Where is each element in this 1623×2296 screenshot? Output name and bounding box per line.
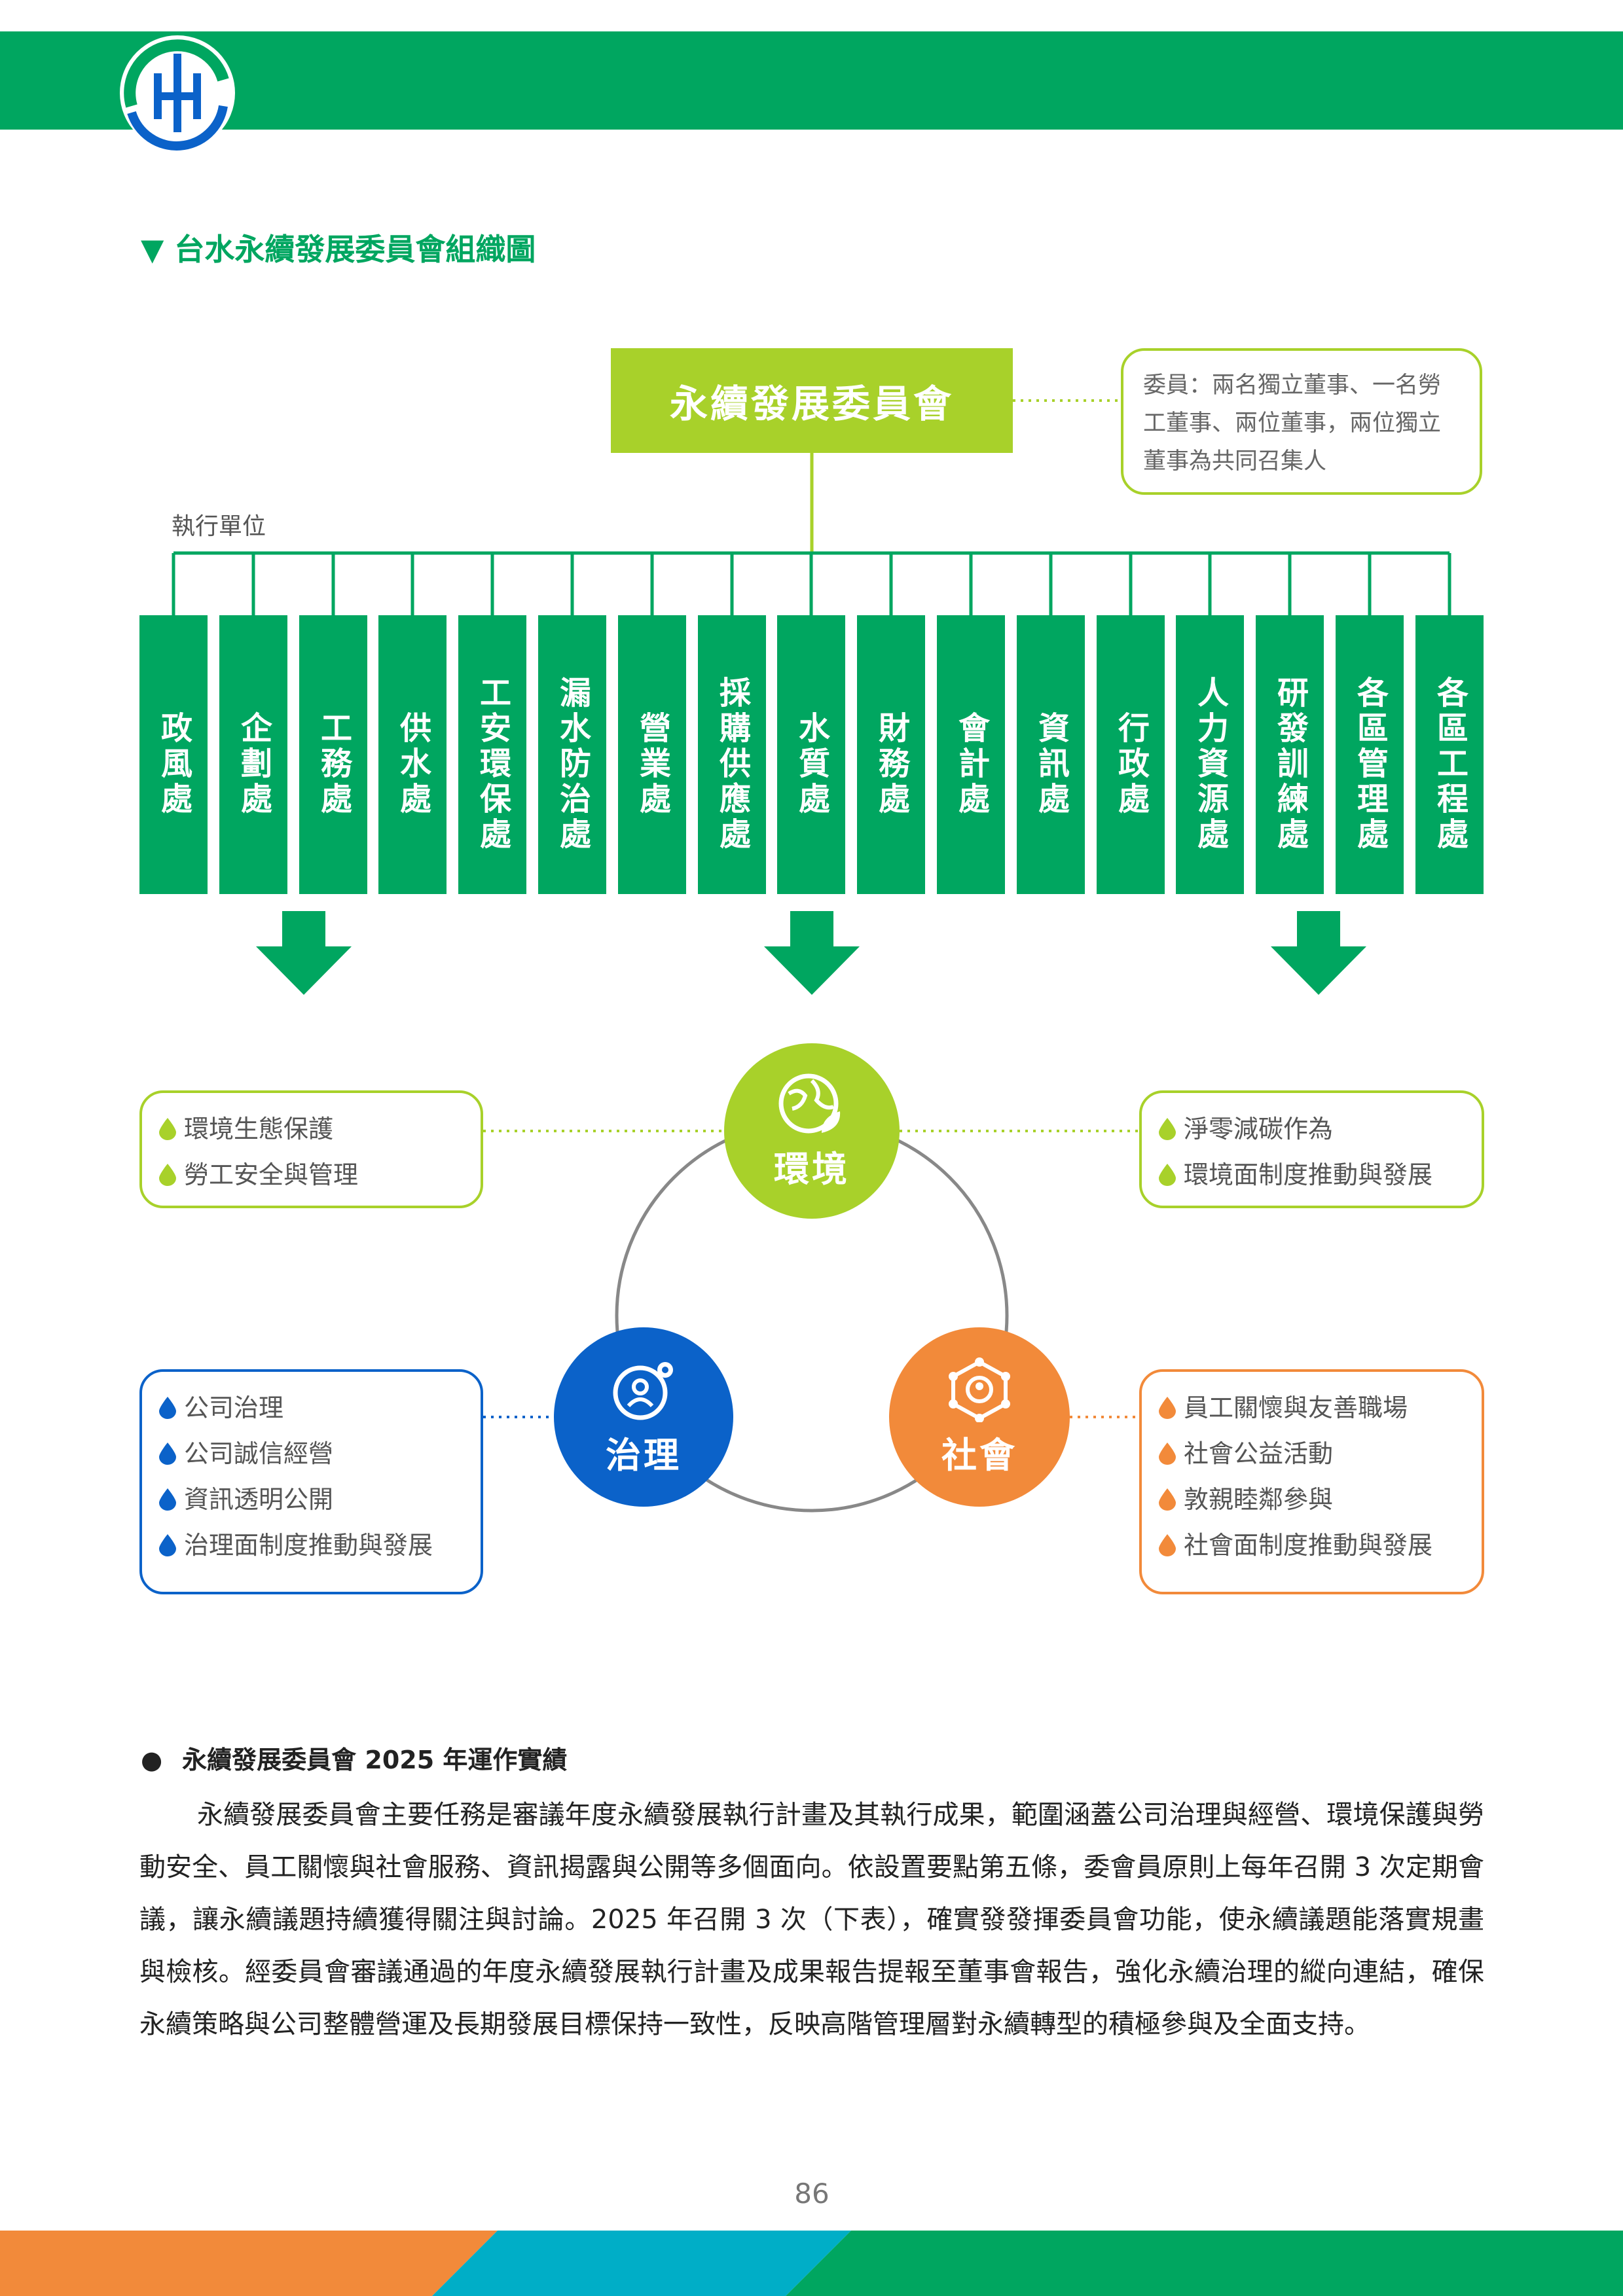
list-item: 公司治理	[159, 1385, 464, 1431]
social-label: 社會	[941, 1434, 1017, 1476]
bullet-heading: ● 永續發展委員會 2025 年運作實績	[141, 1740, 567, 1776]
company-logo	[119, 34, 236, 152]
unit-8: 水質處	[777, 615, 845, 894]
unit-11: 資訊處	[1017, 615, 1085, 894]
environment-circle: 環境	[724, 1043, 900, 1219]
list-item: 敦親睦鄰參與	[1159, 1477, 1465, 1522]
unit-13: 人力資源處	[1176, 615, 1244, 894]
environment-left-pill: 環境生態保護 勞工安全與管理	[139, 1090, 483, 1208]
droplet-icon	[159, 1397, 176, 1419]
list-item: 社會面制度推動與發展	[1159, 1522, 1465, 1568]
governance-pill: 公司治理 公司誠信經營 資訊透明公開 治理面制度推動與發展	[139, 1369, 483, 1594]
person-gear-icon	[613, 1361, 673, 1420]
org-chart-connectors	[172, 399, 1451, 1513]
unit-2: 工務處	[299, 615, 367, 894]
bullet-icon: ●	[141, 1746, 163, 1774]
unit-3: 供水處	[378, 615, 447, 894]
list-item: 社會公益活動	[1159, 1431, 1465, 1477]
executing-units-label: 執行單位	[172, 513, 266, 540]
unit-7: 採購供應處	[698, 615, 766, 894]
environment-label: 環境	[774, 1148, 850, 1190]
list-item: 公司誠信經營	[159, 1431, 464, 1477]
list-item: 資訊透明公開	[159, 1477, 464, 1522]
unit-5: 漏水防治處	[538, 615, 606, 894]
unit-9: 財務處	[857, 615, 925, 894]
list-item-text: 勞工安全與管理	[184, 1160, 359, 1189]
list-item-text: 環境生態保護	[184, 1115, 334, 1143]
list-item-text: 治理面制度推動與發展	[184, 1531, 433, 1560]
environment-right-pill: 淨零減碳作為 環境面制度推動與發展	[1139, 1090, 1484, 1208]
committee-box: 永續發展委員會	[611, 348, 1013, 453]
droplet-icon	[1159, 1164, 1176, 1186]
network-people-icon	[949, 1357, 1010, 1422]
list-item-text: 環境面制度推動與發展	[1184, 1160, 1433, 1189]
list-item-text: 敦親睦鄰參與	[1184, 1485, 1334, 1514]
list-item-text: 公司誠信經營	[184, 1439, 334, 1468]
list-item-text: 資訊透明公開	[184, 1485, 334, 1514]
droplet-icon	[159, 1164, 176, 1186]
list-item: 環境生態保護	[159, 1106, 464, 1152]
list-item: 淨零減碳作為	[1159, 1106, 1465, 1152]
governance-label: 治理	[606, 1434, 682, 1476]
droplet-icon	[1159, 1397, 1176, 1419]
unit-15: 各區管理處	[1336, 615, 1404, 894]
unit-6: 營業處	[618, 615, 686, 894]
droplet-icon	[159, 1443, 176, 1465]
unit-1: 企劃處	[219, 615, 287, 894]
committee-members-note: 委員：兩名獨立董事、一名勞工董事、兩位董事，兩位獨立董事為共同召集人	[1121, 348, 1482, 495]
droplet-icon	[1159, 1488, 1176, 1511]
unit-10: 會計處	[937, 615, 1005, 894]
unit-4: 工安環保處	[458, 615, 526, 894]
section-title: ▼ 台水永續發展委員會組織圖	[141, 232, 536, 267]
page-number: 86	[794, 2178, 830, 2210]
droplet-icon	[1159, 1118, 1176, 1140]
droplet-icon	[1159, 1534, 1176, 1556]
list-item: 環境面制度推動與發展	[1159, 1152, 1465, 1198]
list-item-text: 公司治理	[184, 1393, 284, 1422]
unit-0: 政風處	[139, 615, 208, 894]
list-item-text: 淨零減碳作為	[1184, 1115, 1334, 1143]
unit-12: 行政處	[1097, 615, 1165, 894]
social-pill: 員工關懷與友善職場 社會公益活動 敦親睦鄰參與 社會面制度推動與發展	[1139, 1369, 1484, 1594]
unit-14: 研發訓練處	[1256, 615, 1324, 894]
droplet-icon	[159, 1118, 176, 1140]
list-item-text: 社會公益活動	[1184, 1439, 1334, 1468]
droplet-icon	[159, 1488, 176, 1511]
earth-leaf-icon	[778, 1073, 841, 1133]
header-bar	[0, 31, 1623, 130]
social-circle: 社會	[889, 1327, 1070, 1507]
droplet-icon	[159, 1534, 176, 1556]
list-item: 勞工安全與管理	[159, 1152, 464, 1198]
body-paragraph: 永續發展委員會主要任務是審議年度永續發展執行計畫及其執行成果，範圍涵蓋公司治理與…	[139, 1800, 1484, 2039]
droplet-icon	[1159, 1443, 1176, 1465]
unit-16: 各區工程處	[1415, 615, 1484, 894]
footer-bar	[0, 2231, 1623, 2296]
list-item: 治理面制度推動與發展	[159, 1522, 464, 1568]
list-item-text: 社會面制度推動與發展	[1184, 1531, 1433, 1560]
list-item-text: 員工關懷與友善職場	[1184, 1393, 1408, 1422]
governance-circle: 治理	[554, 1327, 733, 1507]
bullet-heading-text: 永續發展委員會 2025 年運作實績	[182, 1746, 568, 1774]
list-item: 員工關懷與友善職場	[1159, 1385, 1465, 1431]
